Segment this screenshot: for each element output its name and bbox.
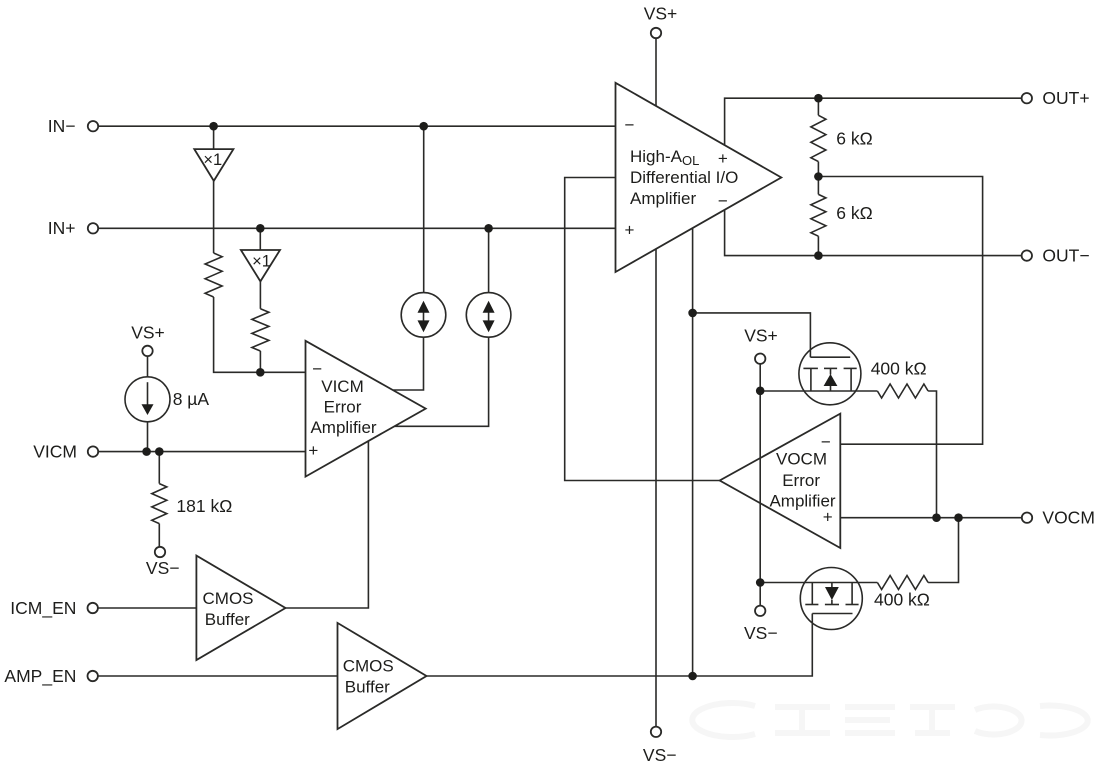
svg-text:CMOS: CMOS [203,589,254,608]
svg-text:VS+: VS+ [131,322,165,342]
svg-text:−: − [312,360,322,379]
svg-text:Buffer: Buffer [205,610,250,629]
svg-text:VOCM: VOCM [1042,508,1095,528]
svg-text:VS−: VS− [146,558,180,578]
svg-text:Amplifier: Amplifier [630,189,696,208]
svg-text:VICM: VICM [321,377,364,396]
svg-text:181 kΩ: 181 kΩ [176,496,232,516]
svg-text:OUT−: OUT− [1042,246,1089,266]
svg-text:Differential I/O: Differential I/O [630,168,738,187]
svg-text:6 kΩ: 6 kΩ [836,128,872,148]
svg-text:Amplifier: Amplifier [769,492,835,511]
svg-text:VS+: VS+ [744,326,778,346]
svg-text:Error: Error [782,471,820,490]
svg-text:VS−: VS− [744,623,778,643]
svg-text:CMOS: CMOS [343,656,394,675]
svg-text:+: + [718,149,728,168]
svg-text:400 kΩ: 400 kΩ [871,358,927,378]
svg-text:VICM: VICM [33,442,77,462]
svg-text:VOCM: VOCM [776,449,827,468]
svg-text:400 kΩ: 400 kΩ [874,589,930,609]
svg-text:IN+: IN+ [48,218,76,238]
svg-text:AMP_EN: AMP_EN [4,666,76,687]
svg-text:×1: ×1 [203,151,222,169]
svg-text:Amplifier: Amplifier [310,418,376,437]
svg-text:×1: ×1 [252,252,271,270]
svg-text:+: + [625,220,635,239]
svg-text:−: − [625,115,635,134]
svg-text:OUT+: OUT+ [1042,88,1089,108]
svg-text:IN−: IN− [48,116,76,136]
svg-text:+: + [823,507,833,526]
svg-text:6 kΩ: 6 kΩ [836,203,872,223]
svg-text:VS−: VS− [643,745,677,765]
svg-text:Error: Error [324,397,362,416]
svg-text:−: − [821,432,831,451]
svg-text:8 µA: 8 µA [173,389,210,409]
svg-text:VS+: VS+ [644,3,678,23]
svg-text:ICM_EN: ICM_EN [10,598,76,619]
svg-text:+: + [308,441,318,460]
svg-text:High-AOL: High-AOL [630,147,699,168]
svg-text:−: − [718,192,728,211]
svg-text:Buffer: Buffer [345,677,390,696]
